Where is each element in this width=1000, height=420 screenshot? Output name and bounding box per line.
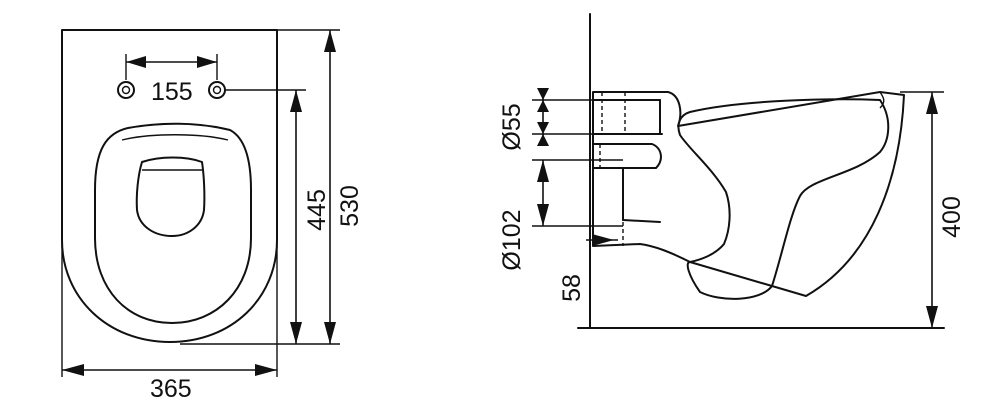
mounting-bolt-right xyxy=(208,81,226,99)
inlet-spigot xyxy=(592,92,663,135)
label-inlet-diameter: Ø55 xyxy=(498,103,526,150)
label-width: 365 xyxy=(150,375,192,403)
dim-outlet-diameter xyxy=(532,159,623,227)
seat-rim-line xyxy=(121,134,229,141)
front-view: 155 365 445 530 xyxy=(61,29,364,403)
dim-inlet-diameter xyxy=(532,88,593,146)
side-rim-detail xyxy=(879,91,885,109)
bowl-outline xyxy=(61,29,278,343)
side-inner-trap xyxy=(677,98,890,300)
seat-outline xyxy=(94,122,252,324)
side-outer-profile xyxy=(592,91,905,297)
dim-height xyxy=(900,91,944,328)
dim-bolt-spacing xyxy=(125,54,218,80)
mounting-bolt-left xyxy=(117,81,135,99)
bowl-opening xyxy=(135,156,206,237)
label-outlet-height: 58 xyxy=(558,274,586,302)
dim-total-length xyxy=(180,29,340,345)
dim-bolt-to-front xyxy=(226,89,306,344)
dim-outlet-height xyxy=(586,234,618,246)
label-height: 400 xyxy=(938,196,966,238)
label-bolt-spacing: 155 xyxy=(151,78,193,106)
dim-width xyxy=(61,242,278,377)
label-total-length: 530 xyxy=(336,185,364,227)
label-bolt-to-front: 445 xyxy=(303,189,331,231)
side-view: Ø55 Ø102 58 400 xyxy=(498,13,966,329)
label-outlet-diameter: Ø102 xyxy=(498,209,526,270)
